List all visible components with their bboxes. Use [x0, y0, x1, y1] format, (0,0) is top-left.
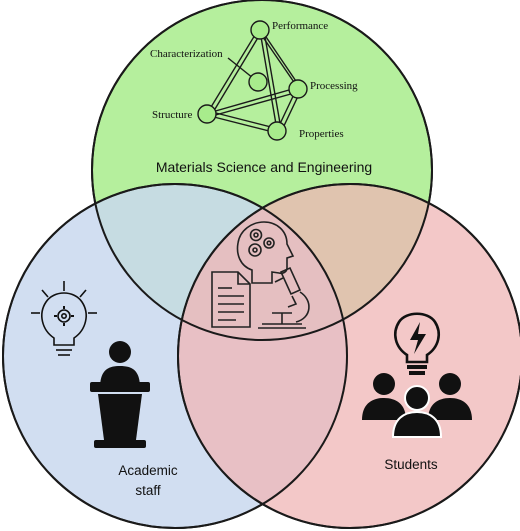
- lecturer-podium-icon: [90, 341, 150, 448]
- node-performance: [250, 20, 270, 40]
- label-staff: staff: [135, 483, 161, 498]
- node-properties: [267, 121, 287, 141]
- label-characterization: Characterization: [150, 48, 223, 60]
- node-structure: [197, 104, 217, 124]
- materials-tetrahedron: [197, 20, 308, 141]
- node-processing: [288, 79, 308, 99]
- label-materials-science: Materials Science and Engineering: [156, 159, 372, 175]
- students-group-icon: [362, 373, 472, 438]
- label-structure: Structure: [152, 109, 192, 121]
- document-icon: [211, 271, 251, 328]
- circle-right: [177, 183, 520, 529]
- lightbulb-bolt-icon: [393, 312, 441, 375]
- node-characterization: [248, 72, 268, 92]
- head-gears-icon: [236, 221, 295, 284]
- microscope-icon: [258, 266, 310, 329]
- label-processing: Processing: [310, 80, 358, 92]
- label-performance: Performance: [272, 20, 328, 32]
- label-students: Students: [384, 457, 438, 472]
- label-properties: Properties: [299, 128, 344, 140]
- lightbulb-gear-icon: [31, 281, 97, 356]
- label-academic: Academic: [118, 463, 178, 478]
